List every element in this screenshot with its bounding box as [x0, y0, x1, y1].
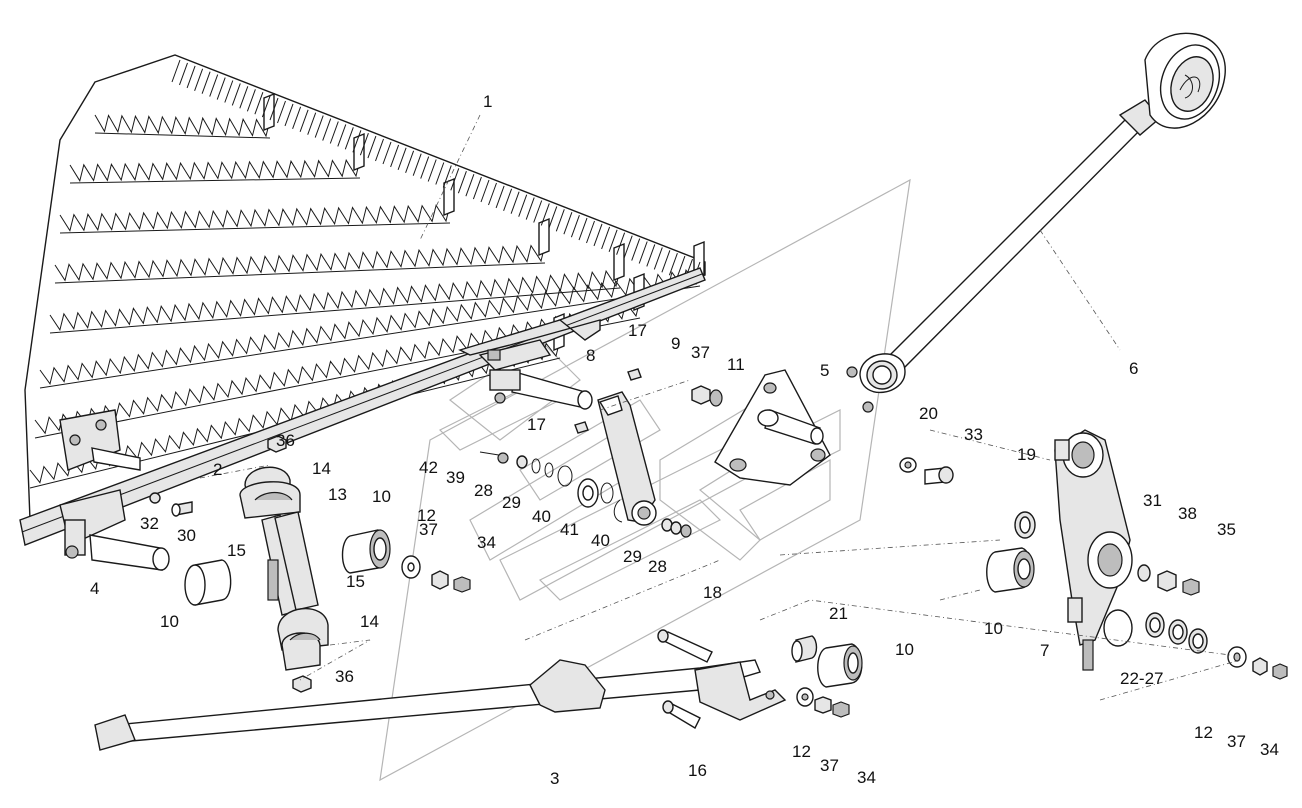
callout-number: 3: [550, 769, 559, 788]
saw-teeth: [54, 244, 546, 282]
lower-pins: [657, 629, 713, 729]
left-fasteners: [149, 435, 471, 693]
callout-number: 18: [703, 583, 722, 602]
callout-number: 29: [502, 493, 521, 512]
callout-number: 12: [1194, 723, 1213, 742]
lower-bar: [94, 659, 787, 751]
callout-number: 37: [1227, 732, 1246, 751]
callout-number: 1: [483, 92, 492, 111]
bushing-mid: [341, 529, 391, 574]
right-upper-fasteners: [899, 457, 1036, 539]
connecting-rod: [846, 32, 1226, 413]
header-tooth-bar: [19, 54, 706, 546]
callout-number: 4: [90, 579, 99, 598]
callout-number: 21: [829, 604, 848, 623]
callout-number: 30: [177, 526, 196, 545]
callout-number: 10: [895, 640, 914, 659]
saw-teeth: [39, 267, 701, 385]
tooth-row: [54, 217, 550, 284]
callout-number: 34: [1260, 740, 1279, 759]
callout-number: 40: [532, 507, 551, 526]
callout-number: 13: [328, 485, 347, 504]
tooth-row: [94, 92, 275, 139]
callout-number: 28: [648, 557, 667, 576]
saw-teeth: [59, 204, 451, 232]
lower-fasteners: [791, 635, 863, 718]
comb-hatching: [171, 59, 701, 285]
row-edge: [39, 285, 701, 389]
callout-number: 29: [623, 547, 642, 566]
callout-number: 2: [213, 460, 222, 479]
callout-number: 12: [417, 506, 436, 525]
callout-number: 14: [312, 459, 331, 478]
left-pin-assembly: [59, 409, 170, 571]
row-step-plate: [353, 132, 365, 172]
callout-number: 37: [419, 520, 438, 539]
callout-number: 17: [628, 321, 647, 340]
saw-teeth: [94, 114, 271, 138]
callout-number: 15: [227, 541, 246, 560]
callout-number: 12: [792, 742, 811, 761]
callout-number: 38: [1178, 504, 1197, 523]
callout-number: 5: [820, 361, 829, 380]
callout-number: 17: [527, 415, 546, 434]
leader-lines: [199, 114, 1241, 701]
callout-number: 19: [1017, 445, 1036, 464]
tooth-row: [39, 240, 705, 389]
callout-number: 34: [857, 768, 876, 787]
tooth-row: [49, 242, 625, 334]
rocker-lever: [1054, 429, 1133, 671]
callout-number: 15: [346, 572, 365, 591]
callout-number: 32: [140, 514, 159, 533]
bushing-left: [184, 559, 232, 606]
upper-pin: [489, 369, 593, 410]
saw-teeth: [34, 299, 641, 435]
callout-number: 36: [335, 667, 354, 686]
callout-number: 33: [964, 425, 983, 444]
callout-number: 10: [984, 619, 1003, 638]
callout-number: 31: [1143, 491, 1162, 510]
callout-number: 39: [446, 468, 465, 487]
row-step-plate: [538, 217, 550, 257]
top-comb-teeth: [171, 59, 701, 285]
saw-teeth: [49, 269, 621, 332]
row-edge: [49, 287, 621, 334]
callout-number: 16: [688, 761, 707, 780]
callout-number: 35: [1217, 520, 1236, 539]
row-edge: [54, 262, 546, 284]
mounting-plate: [714, 369, 831, 486]
tooth-row: [69, 132, 365, 184]
right-bushings: [986, 547, 1288, 680]
callout-number: 28: [474, 481, 493, 500]
callout-number: 37: [820, 756, 839, 775]
row-edge: [59, 222, 451, 234]
clamp-assembly: [239, 466, 329, 671]
callout-number: 7: [1040, 641, 1049, 660]
callout-number: 20: [919, 404, 938, 423]
callout-number: 37: [691, 343, 710, 362]
callout-number: 22-27: [1120, 669, 1163, 688]
link-arm: [574, 368, 657, 526]
row-edge: [69, 177, 361, 184]
callout-number: 36: [276, 431, 295, 450]
row-edge: [94, 132, 271, 139]
callout-number: 10: [372, 487, 391, 506]
callout-number: 40: [591, 531, 610, 550]
callout-number: 9: [671, 334, 680, 353]
callout-number: 8: [586, 346, 595, 365]
row-step-plate: [613, 242, 625, 282]
callout-number: 14: [360, 612, 379, 631]
callout-number: 11: [727, 355, 745, 374]
callout-number: 34: [477, 533, 496, 552]
washer-chain: [479, 451, 692, 538]
upper-nuts: [691, 385, 723, 407]
callout-number: 41: [560, 520, 579, 539]
callout-number: 6: [1129, 359, 1138, 378]
saw-teeth: [69, 158, 361, 183]
callout-number: 42: [419, 458, 438, 477]
callout-number: 10: [160, 612, 179, 631]
